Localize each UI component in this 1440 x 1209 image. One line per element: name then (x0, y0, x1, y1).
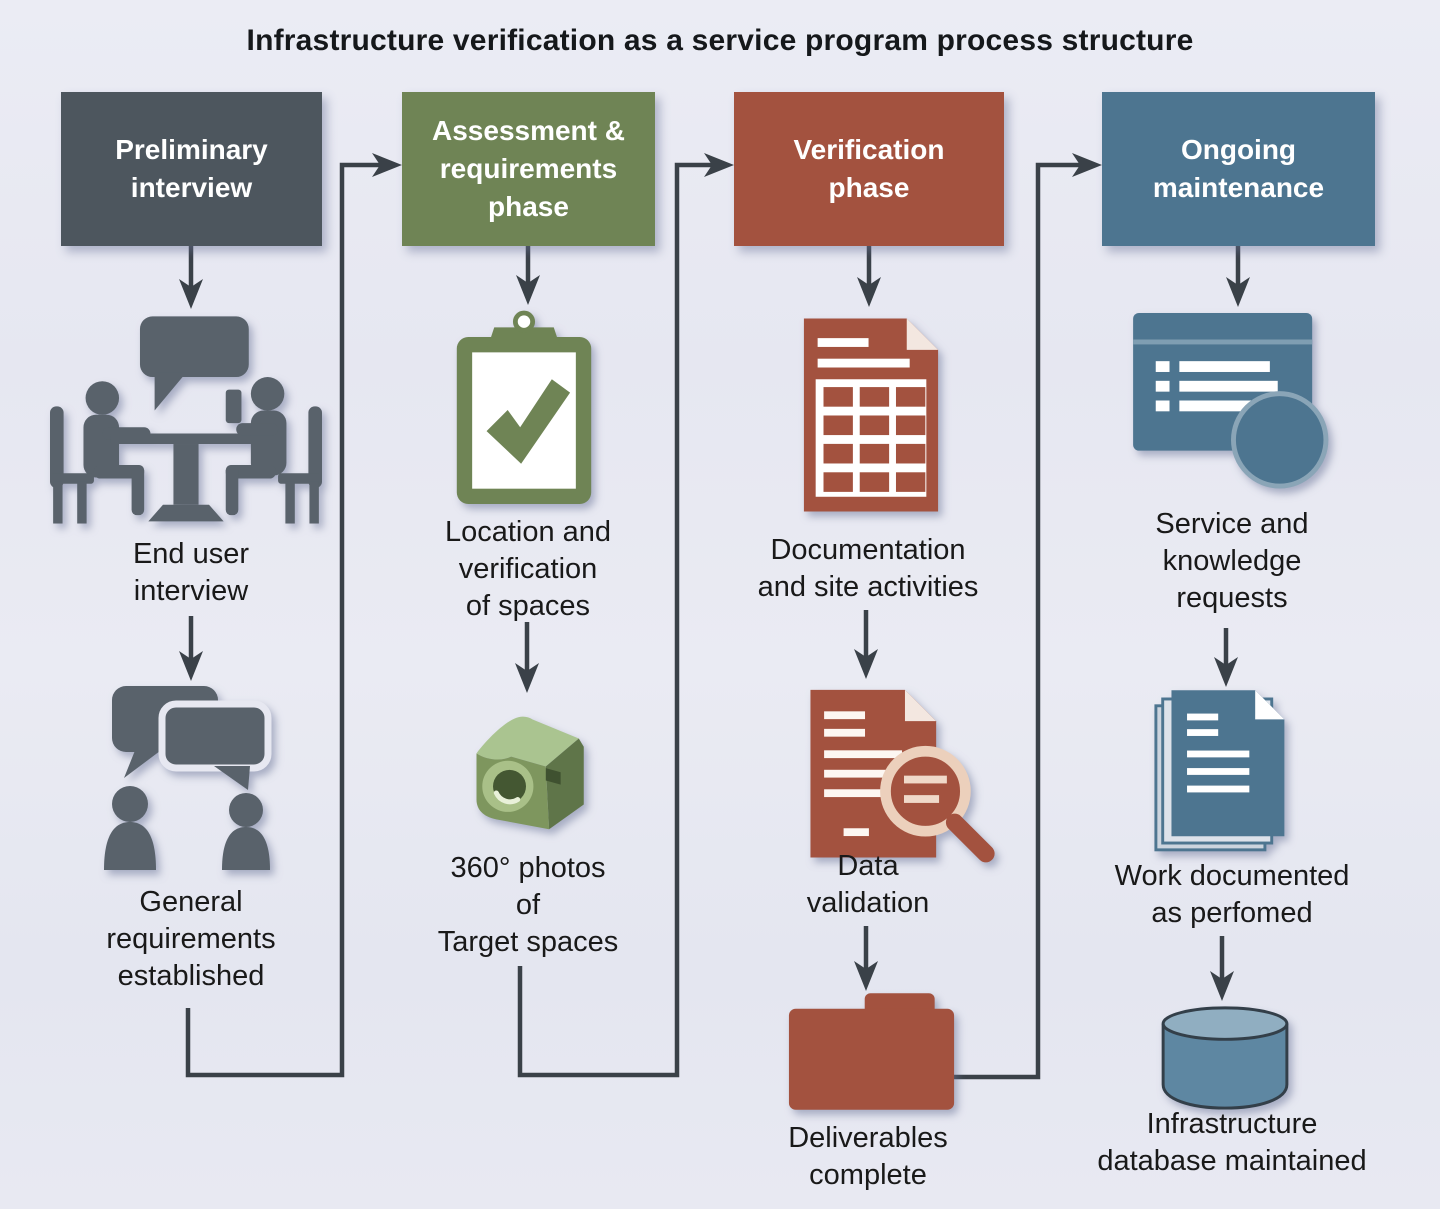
diagram-title: Infrastructure verification as a service… (246, 24, 1194, 57)
step-label-general-requirements: General requirements established (106, 886, 276, 992)
document-magnifier-icon (810, 689, 995, 863)
phase-box-verification: Verification phase (734, 92, 1004, 246)
interview-icon (50, 316, 322, 524)
discussion-icon (104, 686, 272, 870)
phase-box-preliminary-interview: Preliminary interview (61, 92, 322, 246)
step-label-infrastructure-database: Infrastructure database maintained (1097, 1108, 1367, 1177)
phase-box-ongoing-maintenance: Ongoing maintenance (1102, 92, 1375, 246)
phase-box-assessment-requirements: Assessment & requirements phase (402, 92, 655, 246)
document-table-icon (803, 318, 939, 512)
step-label-deliverables-complete: Deliverables complete (788, 1122, 948, 1191)
stacked-docs-icon (1154, 690, 1285, 852)
folder-icon (788, 993, 955, 1110)
step-label-documentation-site: Documentation and site activities (757, 534, 979, 603)
step-label-location-verification: Location and verification of spaces (444, 516, 612, 622)
clipboard-checklist-icon (456, 310, 592, 505)
database-icon (1161, 1006, 1289, 1110)
camera-360-icon (476, 716, 584, 830)
step-label-service-knowledge: Service and knowledge requests (1155, 508, 1309, 614)
step-label-data-validation: Data validation (806, 850, 930, 919)
step-label-end-user-interview: End user interview (132, 538, 250, 607)
step-label-360-photos: 360° photos of Target spaces (437, 852, 619, 958)
service-window-icon (1133, 312, 1329, 489)
step-label-work-documented: Work documented as perfomed (1114, 860, 1350, 929)
